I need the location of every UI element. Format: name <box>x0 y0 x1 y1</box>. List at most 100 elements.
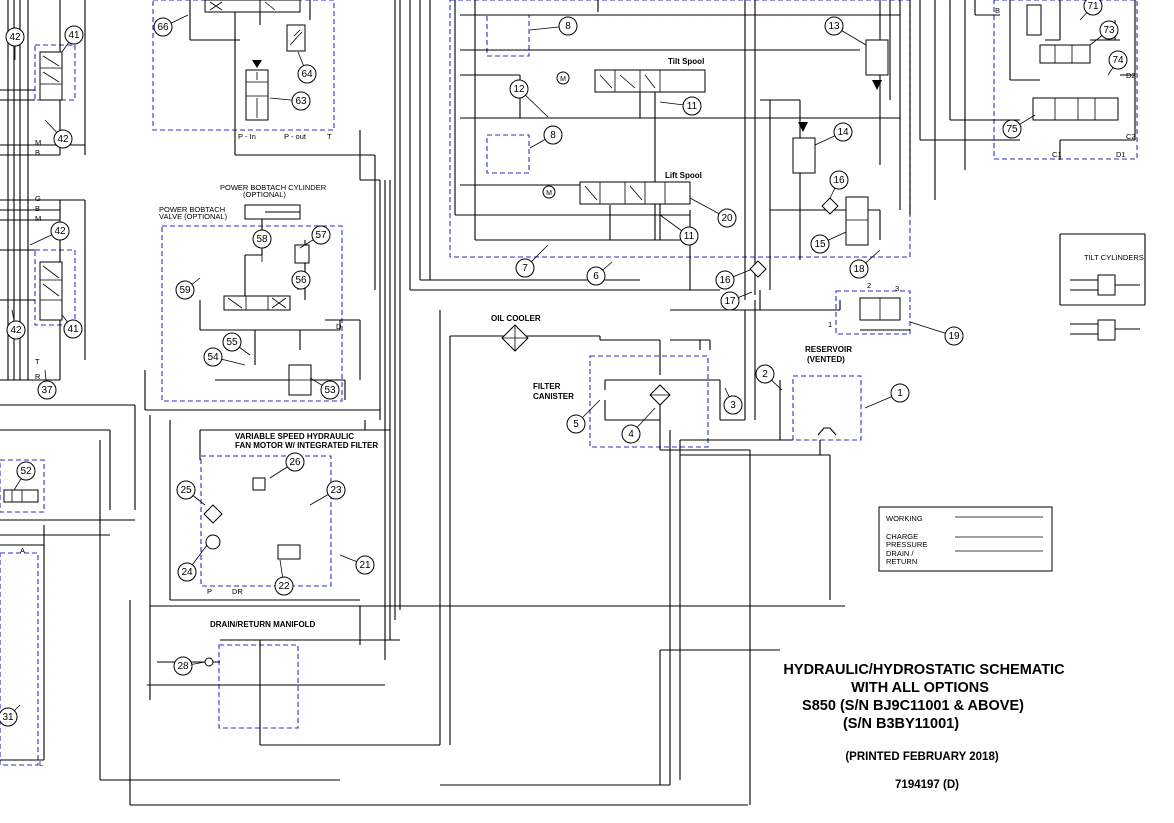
port-b2-label: B <box>995 6 1000 15</box>
callout-66: 66 <box>153 14 189 37</box>
callout-11: 11 <box>659 96 702 116</box>
callout-circle <box>824 16 844 36</box>
oil-cooler-label: OIL COOLER <box>491 314 541 323</box>
callout-circle <box>320 380 340 400</box>
callout-circle <box>717 208 737 228</box>
callout-circle <box>326 480 346 500</box>
callout-number: 19 <box>948 331 960 342</box>
callout-number: 53 <box>324 385 336 396</box>
port-d2-label: D2 <box>1126 71 1136 80</box>
callout-24: 24 <box>177 544 208 582</box>
callout-31: 31 <box>0 704 21 727</box>
callout-number: 18 <box>853 264 865 275</box>
port-g-label: G <box>35 194 41 203</box>
title-line-3: S850 (S/N BJ9C11001 & ABOVE) <box>802 698 1024 714</box>
power-bobtach-valve-label-1: POWER BOBTACH <box>159 205 225 214</box>
callout-circle <box>291 270 311 290</box>
component-boundaries <box>0 0 1138 766</box>
callout-number: 66 <box>157 22 169 33</box>
callout-21: 21 <box>339 554 375 575</box>
port-2-label: 2 <box>867 281 871 290</box>
callout-circle <box>64 25 84 45</box>
callout-circle <box>679 226 699 246</box>
callout-circle <box>203 347 223 367</box>
callout-37: 37 <box>37 369 57 400</box>
filter-canister-label-2: CANISTER <box>533 392 574 401</box>
callout-42: 42 <box>29 221 70 246</box>
callout-28: 28 <box>173 656 206 676</box>
title-block: HYDRAULIC/HYDROSTATIC SCHEMATIC WITH ALL… <box>783 662 1065 791</box>
callout-number: 52 <box>20 466 32 477</box>
callout-42: 42 <box>5 27 25 60</box>
callout-41: 41 <box>61 25 84 53</box>
callout-circle <box>810 234 830 254</box>
power-bobtach-valve-label-2: VALVE (OPTIONAL) <box>159 212 228 221</box>
callout-circle <box>37 380 57 400</box>
callout-number: 31 <box>2 712 14 723</box>
callout-bubbles: 1234567881111121314151616171819202122232… <box>0 0 1128 727</box>
callout-circle <box>586 266 606 286</box>
callout-12: 12 <box>509 79 549 118</box>
port-d1-label: D1 <box>1116 150 1126 159</box>
callout-circle <box>177 562 197 582</box>
port-m-label-2: M <box>35 214 41 223</box>
callout-number: 42 <box>54 226 66 237</box>
callout-circle <box>1099 20 1119 40</box>
port-dr-label: DR <box>232 587 243 596</box>
callout-13: 13 <box>824 16 867 46</box>
callout-circle <box>355 555 375 575</box>
callout-18: 18 <box>849 249 881 279</box>
callout-number: 16 <box>719 275 731 286</box>
tilt-cylinders-label: TILT CYLINDERS <box>1084 253 1144 262</box>
lift-spool-label: Lift Spool <box>665 171 702 180</box>
callout-number: 24 <box>181 567 193 578</box>
drain-return-manifold-label: DRAIN/RETURN MANIFOLD <box>210 620 316 629</box>
port-b-label-2: B <box>35 204 40 213</box>
callout-15: 15 <box>810 231 847 254</box>
callout-circle <box>16 461 36 481</box>
callout-57: 57 <box>299 225 331 249</box>
reservoir-label-2: (VENTED) <box>807 355 845 364</box>
filter-canister-label-1: FILTER <box>533 382 561 391</box>
callout-59: 59 <box>175 277 201 300</box>
legend-working: WORKING <box>886 514 923 523</box>
callout-number: 16 <box>833 175 845 186</box>
callout-number: 28 <box>177 661 189 672</box>
callout-71: 71 <box>1079 0 1103 21</box>
callout-number: 42 <box>9 32 21 43</box>
callout-circle <box>715 270 735 290</box>
callout-number: 54 <box>207 352 219 363</box>
callout-55: 55 <box>222 332 251 356</box>
callout-number: 1 <box>897 388 903 399</box>
port-p-label: P <box>207 587 212 596</box>
callout-circle <box>621 424 641 444</box>
callout-number: 2 <box>762 369 768 380</box>
svg-text:M: M <box>546 190 552 197</box>
callout-4: 4 <box>621 407 656 444</box>
callout-number: 8 <box>550 130 556 141</box>
reservoir-label-1: RESERVOIR <box>805 345 852 354</box>
legend-charge-1: CHARGE <box>886 532 918 541</box>
callout-74: 74 <box>1107 50 1128 76</box>
callout-circle <box>755 364 775 384</box>
callout-number: 3 <box>730 400 736 411</box>
fan-motor-label-1: VARIABLE SPEED HYDRAULIC <box>235 432 354 441</box>
callout-64: 64 <box>297 51 317 84</box>
callout-number: 75 <box>1006 124 1018 135</box>
port-t-label-2: T <box>35 357 40 366</box>
callout-circle <box>944 326 964 346</box>
callout-number: 37 <box>41 385 53 396</box>
callout-number: 15 <box>814 239 826 250</box>
callout-circle <box>558 16 578 36</box>
callout-circle <box>285 452 305 472</box>
power-bobtach-cylinder-label-1: POWER BOBTACH CYLINDER <box>220 183 327 192</box>
callout-number: 74 <box>1112 55 1124 66</box>
callout-42: 42 <box>6 309 26 340</box>
callout-number: 7 <box>522 263 528 274</box>
callout-54: 54 <box>203 347 246 367</box>
callout-1: 1 <box>864 383 910 409</box>
callout-42: 42 <box>44 119 73 149</box>
callout-number: 13 <box>828 21 840 32</box>
callout-22: 22 <box>274 559 294 596</box>
